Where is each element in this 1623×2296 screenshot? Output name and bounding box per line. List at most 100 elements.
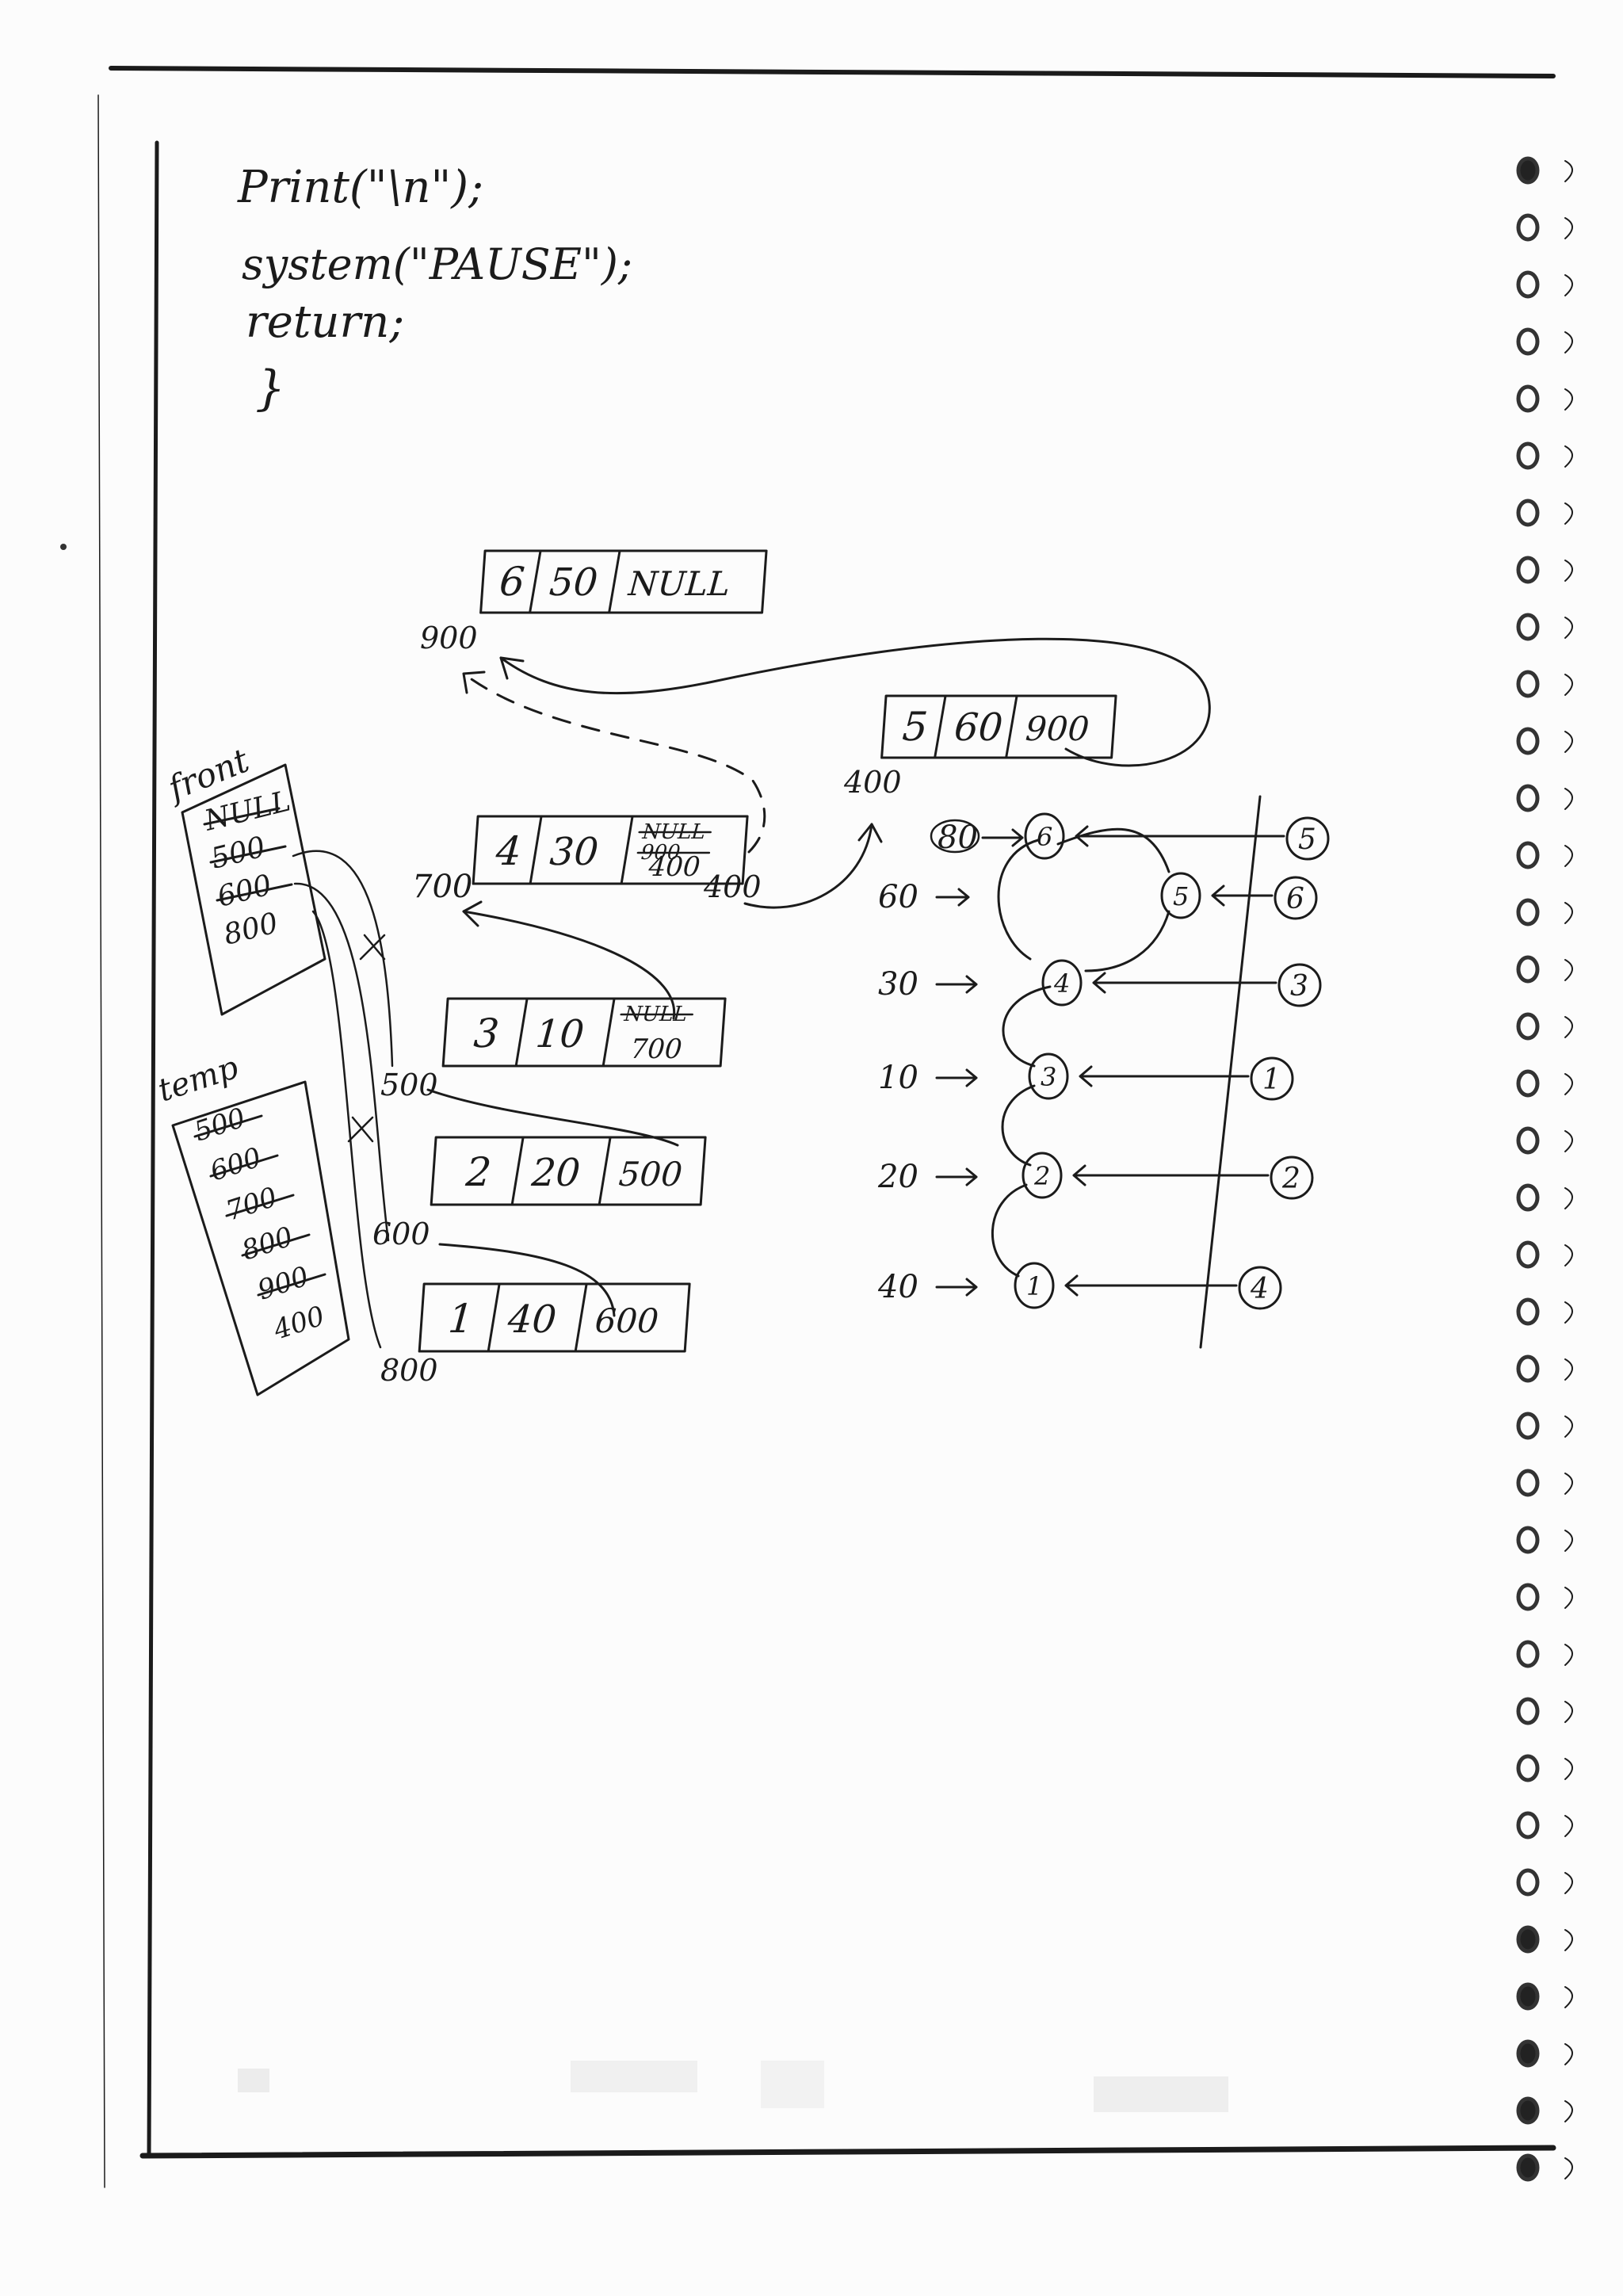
binding-hole <box>1516 1925 1540 1954</box>
stack-node-label: 3 <box>1041 1062 1056 1092</box>
list-node-1: 1 40 600 <box>418 1282 691 1353</box>
front-pointer-800 <box>311 910 382 1349</box>
binding-ring <box>1564 2043 1573 2065</box>
binding-ring <box>1564 1929 1573 1951</box>
arrow-right <box>935 888 970 907</box>
front-pointer-500 <box>292 850 394 1068</box>
address-400-node5: 400 <box>843 765 902 800</box>
binding-ring <box>1564 1701 1573 1723</box>
node-data-index: 2 <box>464 1149 493 1195</box>
address-600: 600 <box>372 1217 430 1251</box>
binding-hole <box>1516 1183 1540 1212</box>
binding-hole <box>1516 1354 1540 1383</box>
binding-ring <box>1564 1872 1573 1894</box>
binding-ring <box>1564 1187 1573 1209</box>
arrow-node3-to-node4 <box>462 910 676 1020</box>
address-500: 500 <box>380 1068 438 1102</box>
stack-node-label: 2 <box>1033 1161 1050 1191</box>
stack-right-value: 2 <box>1281 1163 1300 1195</box>
binding-ring <box>1564 1301 1573 1324</box>
binding-hole <box>1516 156 1540 185</box>
arrow-node2-to-node3 <box>426 1088 679 1147</box>
code-line-brace: } <box>255 361 285 416</box>
binding-ring <box>1564 788 1573 810</box>
node-next-pointer: 600 <box>594 1301 660 1340</box>
strike-line <box>257 1273 327 1297</box>
stack-right-circle <box>1277 963 1322 1007</box>
temp-value: 800 <box>238 1221 296 1266</box>
binding-hole <box>1516 2039 1540 2068</box>
binding-hole <box>1516 1697 1540 1725</box>
binding-hole <box>1516 441 1540 470</box>
binding-ring <box>1564 1073 1573 1095</box>
strike-line <box>209 845 287 864</box>
binding-ring <box>1564 331 1573 353</box>
binding-ring <box>1564 1644 1573 1666</box>
binding-ring <box>1564 1415 1573 1438</box>
arrow-right <box>935 975 978 994</box>
strike-line <box>209 1154 279 1178</box>
temp-value: 600 <box>206 1141 265 1187</box>
binding-hole <box>1516 841 1540 869</box>
stack-right-value: 6 <box>1286 883 1304 915</box>
node-box <box>430 1136 707 1206</box>
arrow-left <box>1075 825 1285 847</box>
stack-link-2-1 <box>991 1183 1028 1278</box>
temp-value: 500 <box>190 1102 249 1148</box>
node-next-pointer: 500 <box>617 1155 684 1194</box>
binding-ring <box>1564 674 1573 696</box>
stack-right-value: 5 <box>1298 823 1316 856</box>
binding-hole <box>1516 556 1540 584</box>
stack-left-value: 30 <box>878 966 918 1003</box>
address-400-node4-next: 400 <box>703 869 762 904</box>
stack-right-circle <box>1250 1056 1294 1101</box>
stack-left-value: 40 <box>877 1269 918 1305</box>
stack-left-value: 60 <box>878 879 918 915</box>
temp-value: 700 <box>222 1181 281 1227</box>
front-value: 600 <box>214 869 275 913</box>
binding-hole <box>1516 1754 1540 1782</box>
list-node-2: 2 20 500 <box>430 1136 707 1206</box>
temp-value: 900 <box>254 1260 312 1306</box>
top-edge-line <box>109 66 1556 78</box>
node-next-pointer: 400 <box>647 851 701 883</box>
node-data-value: 20 <box>529 1151 582 1195</box>
address-900: 900 <box>420 621 478 655</box>
front-value: NULL <box>200 785 293 838</box>
stack-right-value: 3 <box>1290 970 1308 1003</box>
stack-right-circle <box>1285 816 1330 861</box>
front-pointer-600 <box>293 882 390 1242</box>
node-data-index: 3 <box>472 1010 501 1056</box>
binding-ring <box>1564 902 1573 924</box>
node-data-value: 40 <box>506 1297 558 1342</box>
margin-line <box>147 140 159 2158</box>
node-data-value: 50 <box>548 560 599 605</box>
node-data-value: 60 <box>953 705 1004 750</box>
binding-hole <box>1516 1811 1540 1839</box>
binding-ring <box>1564 959 1573 981</box>
arrow-left <box>1072 1164 1270 1186</box>
stack-node-circle <box>1014 1262 1055 1309</box>
spiral-binding <box>1516 156 1573 2182</box>
strike-line <box>193 1114 263 1138</box>
binding-hole <box>1516 2096 1540 2125</box>
binding-ring <box>1564 1473 1573 1495</box>
address-800: 800 <box>380 1353 438 1388</box>
stack-left-value: 10 <box>878 1060 918 1096</box>
binding-ring <box>1564 217 1573 239</box>
stack-right-circle <box>1270 1156 1314 1200</box>
binding-hole <box>1516 1868 1540 1897</box>
binding-hole <box>1516 1982 1540 2011</box>
binding-ring <box>1564 445 1573 468</box>
node-data-value: 30 <box>548 830 600 874</box>
binding-ring <box>1564 2157 1573 2179</box>
link-arrows <box>292 637 1211 1349</box>
node-data-index: 1 <box>447 1296 475 1342</box>
stack-node-circle <box>1024 812 1065 860</box>
stack-node-label: 4 <box>1053 968 1070 999</box>
binding-hole <box>1516 784 1540 812</box>
stack-right-value: 1 <box>1262 1064 1281 1096</box>
